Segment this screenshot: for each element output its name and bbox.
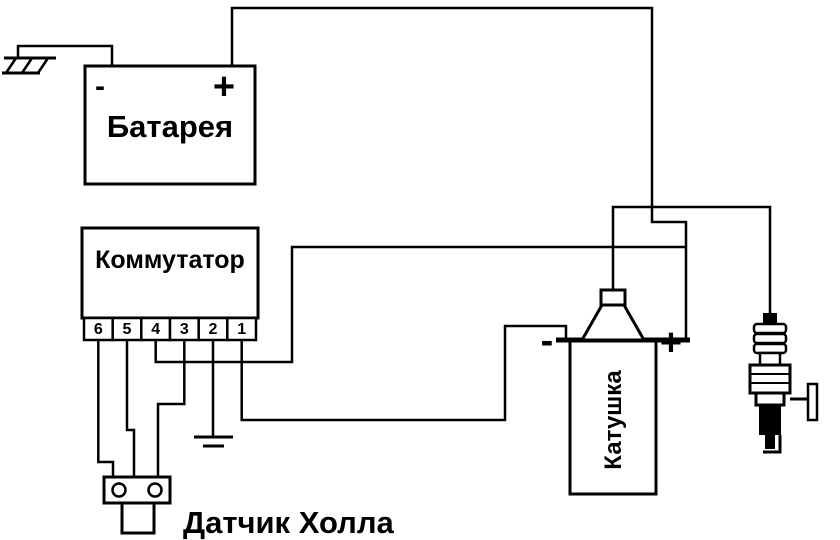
wire-terminal6-to-sensor <box>97 340 115 477</box>
ignition-coil: - + Катушка <box>541 288 690 496</box>
battery-minus-label: - <box>95 70 105 103</box>
spark-plug-rib <box>752 342 788 355</box>
ground-symbol-commutator <box>194 435 233 448</box>
terminal-label-4: 4 <box>151 321 160 338</box>
spark-plug-ground-electrode <box>763 435 782 454</box>
hall-sensor-label: Датчик Холла <box>183 505 395 540</box>
terminal-label-6: 6 <box>94 321 103 338</box>
wire-battery-plus-feed <box>230 6 688 339</box>
spark-plug-bracket <box>806 382 819 422</box>
spark-plug-neck <box>758 351 782 367</box>
terminal-label-2: 2 <box>209 321 218 338</box>
battery-label: Батарея <box>107 109 233 144</box>
wire-terminal3-to-sensor <box>156 340 186 477</box>
hall-sensor-screw-right <box>147 482 163 498</box>
terminal-cell-1 <box>226 316 258 342</box>
coil-plus-label: + <box>660 322 682 364</box>
wire-terminal1-to-coil-minus <box>240 324 568 422</box>
wire-terminal4-supply <box>154 245 686 364</box>
terminal-label-3: 3 <box>180 321 189 338</box>
hall-sensor <box>102 475 172 535</box>
wire-battery-minus-to-ground <box>16 44 114 66</box>
ground-symbol-battery <box>2 56 56 75</box>
terminal-label-5: 5 <box>123 321 132 338</box>
commutator-label: Коммутатор <box>95 246 245 274</box>
wire-terminal5-to-sensor <box>125 340 136 477</box>
spark-plug-shell <box>754 391 786 407</box>
hall-sensor-screw-left <box>111 482 127 498</box>
battery-box <box>83 64 257 186</box>
coil-label: Катушка <box>600 370 627 470</box>
spark-plug-hex-facets <box>750 373 790 384</box>
spark-plug-hex <box>748 363 792 395</box>
battery-plus-label: + <box>213 66 235 108</box>
wire-coil-hv-to-plug <box>611 205 772 315</box>
spark-plug-center-electrode <box>765 435 775 449</box>
spark-plug-rib <box>752 322 788 335</box>
coil-minus-label: - <box>541 320 554 362</box>
commutator-terminal-strip: 6 5 4 3 2 1 <box>82 316 258 342</box>
hall-sensor-body <box>120 501 156 535</box>
spark-plug-thread <box>759 405 781 435</box>
terminal-label-1: 1 <box>237 321 246 338</box>
coil-cone <box>579 303 647 342</box>
spark-plug-terminal-nub <box>763 313 777 324</box>
spark-plug <box>748 313 819 454</box>
coil-hv-terminal <box>599 288 627 307</box>
spark-plug-rib <box>752 332 788 345</box>
commutator-box <box>80 226 260 320</box>
